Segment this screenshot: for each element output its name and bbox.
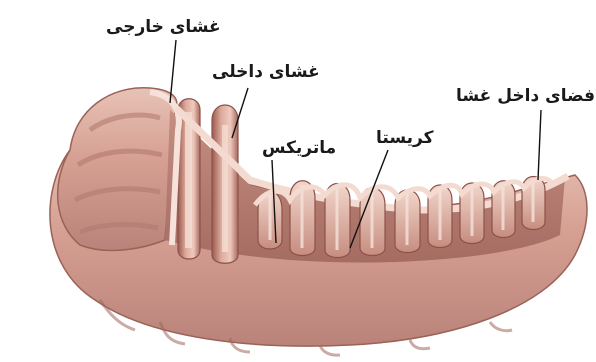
- leader-intermembrane-space: [538, 110, 541, 180]
- label-intermembrane-space: فضای داخل غشا: [456, 86, 595, 106]
- label-matrix: ماتریکس: [262, 138, 336, 158]
- label-inner-membrane: غشای داخلی: [212, 62, 320, 82]
- leader-outer-membrane: [170, 40, 176, 103]
- label-cristae: کریستا: [376, 128, 433, 148]
- label-outer-membrane: غشای خارجی: [106, 17, 221, 37]
